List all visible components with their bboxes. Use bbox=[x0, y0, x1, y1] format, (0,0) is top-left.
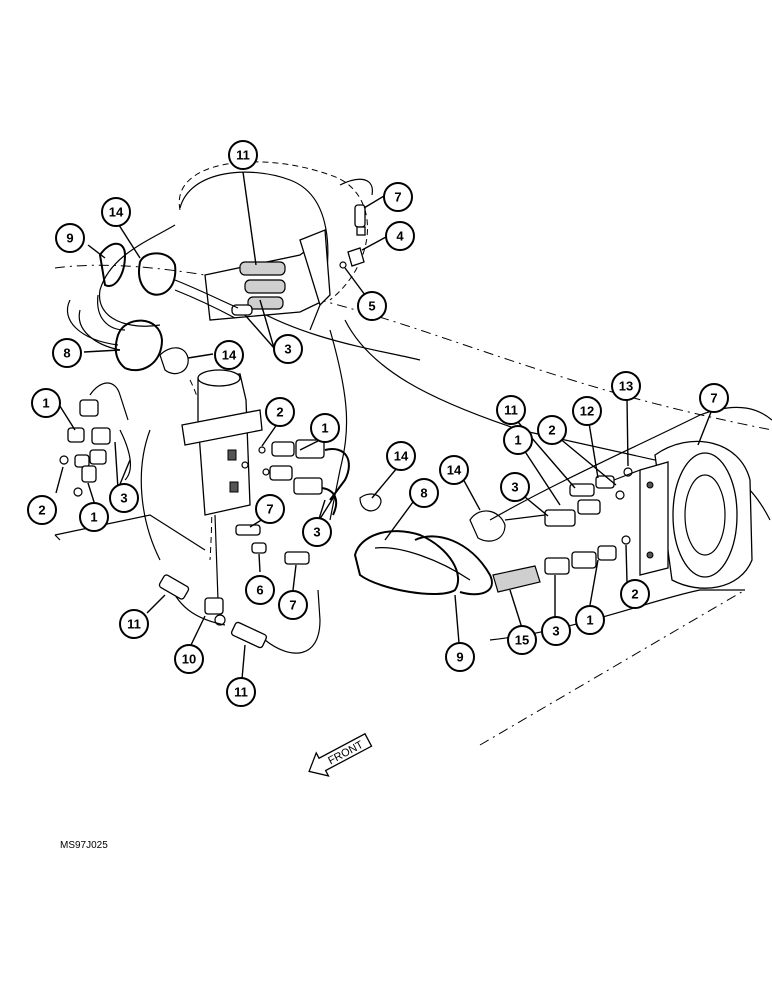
figure-reference-code: MS97J025 bbox=[60, 840, 108, 851]
svg-text:11: 11 bbox=[236, 148, 250, 163]
callout-14-left: 14 bbox=[214, 340, 244, 370]
svg-text:14: 14 bbox=[109, 205, 124, 220]
middle-fittings bbox=[258, 439, 382, 516]
svg-text:7: 7 bbox=[710, 391, 717, 406]
leader-lines bbox=[55, 171, 714, 680]
callout-8-mid: 8 bbox=[409, 478, 439, 508]
svg-text:13: 13 bbox=[619, 379, 633, 394]
svg-text:1: 1 bbox=[321, 421, 328, 436]
left-fittings bbox=[54, 382, 206, 551]
callout-5: 5 bbox=[357, 291, 387, 321]
callout-7-mid-b: 7 bbox=[278, 590, 308, 620]
callout-8-left: 8 bbox=[52, 338, 82, 368]
callout-1-bottom: 1 bbox=[575, 605, 605, 635]
svg-text:8: 8 bbox=[420, 486, 427, 501]
callout-11-top: 11 bbox=[228, 140, 258, 170]
svg-text:3: 3 bbox=[552, 624, 559, 639]
callout-14-mid: 14 bbox=[386, 441, 416, 471]
svg-text:1: 1 bbox=[586, 613, 593, 628]
machine-outline bbox=[54, 161, 772, 746]
callout-12: 12 bbox=[572, 396, 602, 426]
callout-3-right: 3 bbox=[500, 472, 530, 502]
callout-1-left-b: 1 bbox=[79, 502, 109, 532]
svg-text:7: 7 bbox=[394, 190, 401, 205]
svg-text:12: 12 bbox=[580, 404, 594, 419]
svg-text:11: 11 bbox=[127, 617, 141, 632]
svg-text:2: 2 bbox=[38, 503, 45, 518]
callout-11-right: 11 bbox=[496, 395, 526, 425]
callout-2-right: 2 bbox=[537, 415, 567, 445]
callouts: 11 7 14 9 4 5 3 8 14 1 2 1 3 2 1 7 6 7 3… bbox=[27, 140, 729, 707]
svg-text:3: 3 bbox=[284, 342, 291, 357]
callout-13: 13 bbox=[611, 371, 641, 401]
callout-3-bottom: 3 bbox=[541, 616, 571, 646]
svg-text:3: 3 bbox=[120, 491, 127, 506]
callout-3-mid: 3 bbox=[302, 517, 332, 547]
callout-1-right: 1 bbox=[503, 425, 533, 455]
svg-text:1: 1 bbox=[42, 396, 49, 411]
svg-text:14: 14 bbox=[447, 463, 462, 478]
callout-11-bottom: 11 bbox=[226, 677, 256, 707]
callout-7-right: 7 bbox=[699, 383, 729, 413]
callout-15: 15 bbox=[507, 625, 537, 655]
center-valve-assembly bbox=[181, 369, 310, 626]
svg-text:15: 15 bbox=[515, 633, 529, 648]
callout-3-top: 3 bbox=[273, 334, 303, 364]
callout-11-bl: 11 bbox=[119, 609, 149, 639]
hose-bundle-lower bbox=[140, 429, 541, 654]
svg-text:5: 5 bbox=[368, 299, 375, 314]
callout-2-bottom: 2 bbox=[620, 579, 650, 609]
callout-6: 6 bbox=[245, 575, 275, 605]
callout-14-top: 14 bbox=[101, 197, 131, 227]
callout-4: 4 bbox=[385, 221, 415, 251]
svg-text:9: 9 bbox=[456, 650, 463, 665]
svg-text:4: 4 bbox=[396, 229, 404, 244]
control-valve-block bbox=[204, 204, 366, 321]
svg-text:8: 8 bbox=[63, 346, 70, 361]
svg-text:10: 10 bbox=[182, 652, 196, 667]
svg-text:1: 1 bbox=[514, 433, 521, 448]
svg-text:2: 2 bbox=[631, 587, 638, 602]
svg-text:14: 14 bbox=[394, 449, 409, 464]
transmission-housing bbox=[639, 440, 753, 589]
callout-9-bottom: 9 bbox=[445, 642, 475, 672]
svg-text:7: 7 bbox=[289, 598, 296, 613]
svg-text:9: 9 bbox=[66, 231, 73, 246]
callout-1-mid: 1 bbox=[310, 413, 340, 443]
callout-9-top: 9 bbox=[55, 223, 85, 253]
callout-3-left: 3 bbox=[109, 483, 139, 513]
svg-text:2: 2 bbox=[276, 405, 283, 420]
svg-text:3: 3 bbox=[511, 480, 518, 495]
svg-text:11: 11 bbox=[504, 403, 518, 418]
callout-1-left-a: 1 bbox=[31, 388, 61, 418]
svg-text:1: 1 bbox=[90, 510, 97, 525]
svg-text:6: 6 bbox=[256, 583, 263, 598]
svg-text:3: 3 bbox=[313, 525, 320, 540]
callout-10: 10 bbox=[174, 644, 204, 674]
front-direction-arrow: FRONT bbox=[308, 732, 373, 777]
callout-14-right: 14 bbox=[439, 455, 469, 485]
hose-bundle-upper bbox=[66, 242, 239, 375]
svg-text:2: 2 bbox=[548, 423, 555, 438]
callout-2-left: 2 bbox=[27, 495, 57, 525]
callout-7-top: 7 bbox=[383, 182, 413, 212]
callout-2-mid: 2 bbox=[265, 397, 295, 427]
callout-7-mid-a: 7 bbox=[255, 494, 285, 524]
svg-text:7: 7 bbox=[266, 502, 273, 517]
svg-text:14: 14 bbox=[222, 348, 237, 363]
svg-text:11: 11 bbox=[234, 685, 248, 700]
